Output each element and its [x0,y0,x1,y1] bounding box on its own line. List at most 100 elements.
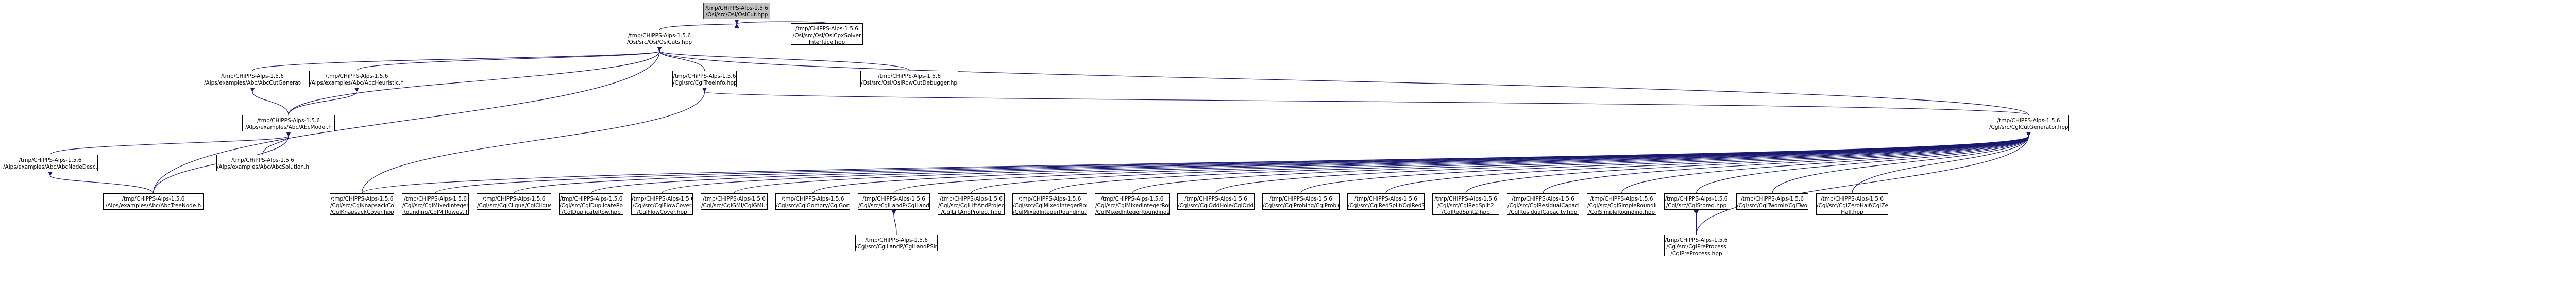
edge-abcmodel-to-abcsolution [262,131,291,155]
node-label-line: Half.hpp [1841,209,1863,215]
node-abcnodedesc[interactable]: /tmp/CHiPPS-Alps-1.5.6/Alps/examples/Abc… [3,155,98,171]
node-redsplit2[interactable]: /tmp/CHiPPS-Alps-1.5.6/Cgl/src/CglRedSpl… [1432,193,1499,215]
node-label-line: /tmp/CHiPPS-Alps-1.5.6 [1100,196,1164,202]
edge-cglcutgen-to-simpleround [1621,131,2031,194]
node-abcsolution[interactable]: /tmp/CHiPPS-Alps-1.5.6/Alps/examples/Abc… [216,155,309,171]
node-label-line: /tmp/CHiPPS-Alps-1.5.6 [404,196,467,202]
node-twomir[interactable]: /tmp/CHiPPS-Alps-1.5.6/Cgl/src/CglTwomir… [1736,193,1808,210]
node-label-line: /tmp/CHiPPS-Alps-1.5.6 [795,26,858,32]
node-mir[interactable]: /tmp/CHiPPS-Alps-1.5.6/Cgl/src/CglMixedI… [1012,193,1087,215]
node-mir2[interactable]: /tmp/CHiPPS-Alps-1.5.6/Cgl/src/CglMixedI… [1095,193,1170,215]
node-label-line: /tmp/CHiPPS-Alps-1.5.6 [781,196,844,202]
node-oddhole[interactable]: /tmp/CHiPPS-Alps-1.5.6/Cgl/src/CglOddHol… [1177,193,1255,210]
node-gmi[interactable]: /tmp/CHiPPS-Alps-1.5.6/Cgl/src/CglGMI/Cg… [701,193,768,210]
node-zerohalf[interactable]: /tmp/CHiPPS-Alps-1.5.6/Cgl/src/CglZeroHa… [1816,193,1888,215]
edge-root-to-osicpx [734,21,827,28]
node-landpsimplex[interactable]: /tmp/CHiPPS-Alps-1.5.6/Cgl/src/CglLandP/… [855,235,938,251]
node-label-line: /tmp/CHiPPS-Alps-1.5.6 [330,196,394,202]
node-label-line: /Cgl/src/CglLandP/CglLandPSimplex.hpp [856,244,937,250]
node-label-line: /Osi/src/Osi/OsiRowCutDebugger.hpp [861,80,958,86]
node-clique[interactable]: /tmp/CHiPPS-Alps-1.5.6/Cgl/src/CglClique… [477,193,551,210]
node-label-line: /CglMixedIntegerRounding2.hpp [1095,209,1170,215]
node-label-line: /Osi/src/Osi/OsiCuts.hpp [626,39,692,45]
node-liftproject[interactable]: /tmp/CHiPPS-Alps-1.5.6/Cgl/src/CglLiftAn… [938,193,1005,215]
node-label-line: Rounding/CglMIRowest.hpp [402,209,469,215]
node-label-line: /Alps/examples/Abc/AbcHeuristic.h [310,80,404,86]
node-label-line: /CglKnapsackCover.hpp [330,209,394,215]
node-label-line: /Osi/src/Osi/OsiCut.hpp [705,12,768,18]
node-label-line: /Cgl/src/CglCutGenerator.hpp [1989,124,2069,130]
node-abcmodel[interactable]: /tmp/CHiPPS-Alps-1.5.6/Alps/examples/Abc… [242,115,335,131]
node-osicuts[interactable]: /tmp/CHiPPS-Alps-1.5.6/Osi/src/Osi/OsiCu… [621,30,698,46]
node-label-line: /Cgl/src/CglTreeInfo.hpp [673,80,737,86]
node-simpleround[interactable]: /tmp/CHiPPS-Alps-1.5.6/Cgl/src/CglSimple… [1587,193,1656,215]
node-cglcutgen[interactable]: /tmp/CHiPPS-Alps-1.5.6/Cgl/src/CglCutGen… [1989,115,2069,131]
edge-cglcutgen-to-residual [1543,131,2031,194]
edge-cglcutgen-to-liftproject [971,131,2031,194]
node-label-line: /tmp/CHiPPS-Alps-1.5.6 [878,73,941,79]
node-abccutgen[interactable]: /tmp/CHiPPS-Alps-1.5.6/Alps/examples/Abc… [204,71,301,87]
node-label-line: /tmp/CHiPPS-Alps-1.5.6 [1354,196,1417,202]
node-label-line: /tmp/CHiPPS-Alps-1.5.6 [1018,196,1081,202]
node-abctreenode[interactable]: /tmp/CHiPPS-Alps-1.5.6/Alps/examples/Abc… [103,193,204,210]
node-label-line: /tmp/CHiPPS-Alps-1.5.6 [705,5,768,11]
edge-osicuts-to-abccutgen [252,46,662,71]
edge-cglcutgen-to-probing [1300,131,2031,194]
node-label-line: /CglPreProcess.hpp [1670,251,1722,256]
node-label-line: Interface.hpp [808,39,845,45]
edge-cglcutgen-to-preprocess [1696,131,2031,235]
node-label-line: /Cgl/src/CglProbing/CglProbing.hpp [1263,203,1339,209]
edge-cglcutgen-to-mir2 [1131,131,2031,194]
node-mirowest[interactable]: /tmp/CHiPPS-Alps-1.5.6/Cgl/src/CglMixedI… [402,193,469,215]
node-preprocess[interactable]: /tmp/CHiPPS-Alps-1.5.6/Cgl/src/CglPrePro… [1664,235,1728,256]
node-label-line: /tmp/CHiPPS-Alps-1.5.6 [122,196,185,202]
node-label-line: /Cgl/src/CglTwomir/CglTwomir.hpp [1737,203,1808,209]
node-label-line: /Osi/src/Osi/OsiCpxSolver [792,32,861,39]
node-label-line: /tmp/CHiPPS-Alps-1.5.6 [1997,118,2060,124]
node-osirowcut[interactable]: /tmp/CHiPPS-Alps-1.5.6/Osi/src/Osi/OsiRo… [860,71,958,87]
node-label-line: /tmp/CHiPPS-Alps-1.5.6 [940,196,1003,202]
node-label-line: /Alps/examples/Abc/AbcModel.h [245,124,332,130]
node-label-line: /tmp/CHiPPS-Alps-1.5.6 [1434,196,1497,202]
edge-cglcutgen-to-mir [1049,131,2031,194]
node-stored[interactable]: /tmp/CHiPPS-Alps-1.5.6/Cgl/src/CglStored… [1664,193,1728,210]
node-label-line: /Cgl/src/CglRedSplit/CglRedSplit.hpp [1348,203,1424,209]
node-label-line: /CglDuplicateRow.hpp [562,209,621,215]
node-gomory[interactable]: /tmp/CHiPPS-Alps-1.5.6/Cgl/src/CglGomory… [775,193,850,210]
node-label-line: /Alps/examples/Abc/AbcCutGenerator.h [204,80,301,86]
node-osicpx[interactable]: /tmp/CHiPPS-Alps-1.5.6/Osi/src/Osi/OsiCp… [791,23,863,45]
node-label-line: /Cgl/src/CglLandP/CglLandP.hpp [858,203,929,209]
node-cgltreeinfo[interactable]: /tmp/CHiPPS-Alps-1.5.6/Cgl/src/CglTreeIn… [672,71,737,87]
node-probing[interactable]: /tmp/CHiPPS-Alps-1.5.6/Cgl/src/CglProbin… [1262,193,1340,210]
node-label-line: /Cgl/src/CglSimpleRounding [1587,203,1656,209]
edge-cglcutgen-to-gomory [812,131,2031,194]
edge-osicuts-to-cglcutgen [657,46,2029,115]
edge-abccutgen-to-abcmodel [250,87,289,115]
edge-cglcutgen-to-twomir [1772,131,2031,194]
node-duprow[interactable]: /tmp/CHiPPS-Alps-1.5.6/Cgl/src/CglDuplic… [559,193,623,215]
node-label-line: /tmp/CHiPPS-Alps-1.5.6 [231,157,294,163]
node-label-line: /Cgl/src/CglClique/CglClique.hpp [477,203,551,209]
node-label-line: /tmp/CHiPPS-Alps-1.5.6 [221,73,284,79]
node-label-line: /Cgl/src/CglFlowCover [632,203,692,209]
node-flowcover[interactable]: /tmp/CHiPPS-Alps-1.5.6/Cgl/src/CglFlowCo… [631,193,693,215]
node-label-line: /CglSimpleRounding.hpp [1588,209,1655,215]
node-label-line: /Cgl/src/CglOddHole/CglOddHole.hpp [1178,203,1254,209]
node-label-line: /Alps/examples/Abc/AbcSolution.h [217,164,309,170]
node-residual[interactable]: /tmp/CHiPPS-Alps-1.5.6/Cgl/src/CglResidu… [1507,193,1579,215]
node-label-line: /tmp/CHiPPS-Alps-1.5.6 [632,196,693,202]
node-label-line: /Cgl/src/CglGMI/CglGMI.hpp [701,203,767,209]
node-label-line: /CglResidualCapacity.hpp [1509,209,1578,215]
node-redsplit[interactable]: /tmp/CHiPPS-Alps-1.5.6/Cgl/src/CglRedSpl… [1347,193,1425,210]
node-abcheur[interactable]: /tmp/CHiPPS-Alps-1.5.6/Alps/examples/Abc… [309,71,404,87]
node-label-line: /Cgl/src/CglGomory/CglGomory.hpp [776,203,850,209]
node-knapsack[interactable]: /tmp/CHiPPS-Alps-1.5.6/Cgl/src/CglKnapsa… [330,193,394,215]
node-root: /tmp/CHiPPS-Alps-1.5.6/Osi/src/Osi/OsiCu… [703,3,770,19]
node-label-line: /tmp/CHiPPS-Alps-1.5.6 [1512,196,1574,202]
node-label-line: /Alps/examples/Abc/AbcTreeNode.h [105,203,201,209]
edge-landp-to-landpsimplex [891,210,897,235]
node-landp[interactable]: /tmp/CHiPPS-Alps-1.5.6/Cgl/src/CglLandP/… [858,193,930,210]
node-label-line: /tmp/CHiPPS-Alps-1.5.6 [1269,196,1332,202]
